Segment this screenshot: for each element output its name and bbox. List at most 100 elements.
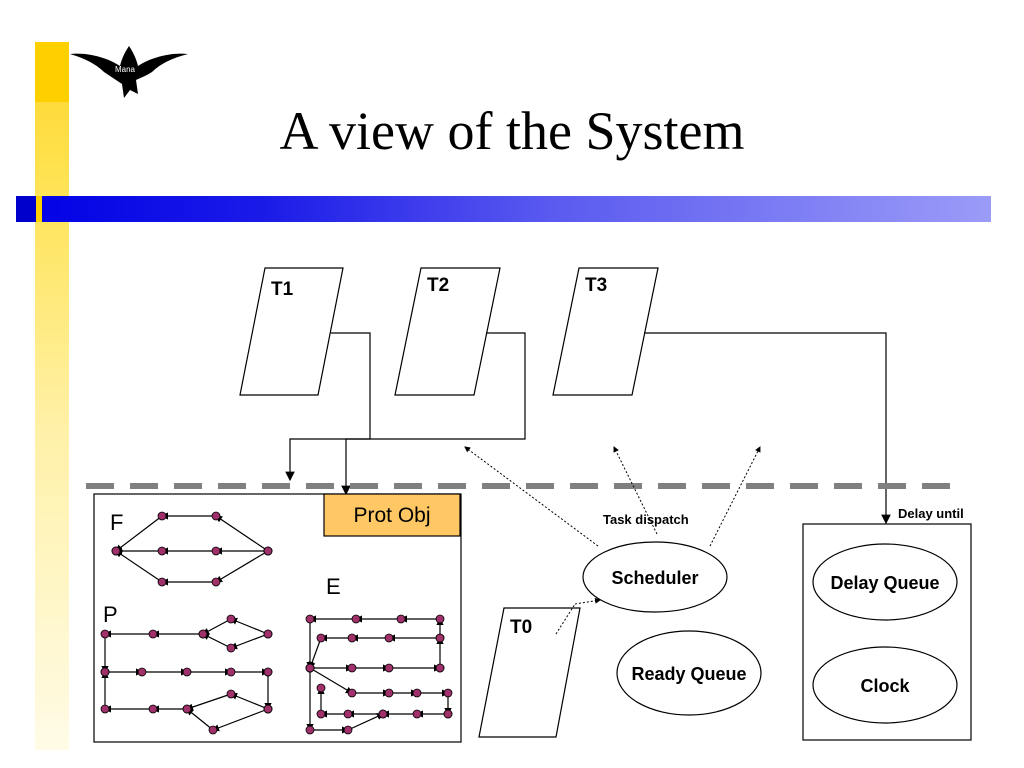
graph-node <box>111 546 121 556</box>
graph-node <box>226 614 236 624</box>
graph-node <box>198 629 208 639</box>
prot-obj-label: Prot Obj <box>353 504 430 527</box>
task-t2-label: T2 <box>427 275 449 296</box>
raven-logo: Mana <box>70 46 188 98</box>
graph-edge <box>229 617 269 635</box>
graph-edge <box>229 633 269 650</box>
graph-node <box>100 704 110 714</box>
title-underline-bar-gap <box>36 196 42 222</box>
graph-node <box>182 667 192 677</box>
graph-node <box>435 633 445 643</box>
graph-node <box>263 704 273 714</box>
graph-node <box>396 614 406 624</box>
graph-edge <box>229 692 269 710</box>
graph-node <box>208 725 218 735</box>
task-t1-label: T1 <box>271 279 294 300</box>
graph-node <box>443 688 453 698</box>
scheduler-label: Scheduler <box>611 568 698 588</box>
graph-node <box>412 709 422 719</box>
graph-node <box>435 614 445 624</box>
task-t1: T1 <box>239 267 344 396</box>
side-accent-bar-top <box>35 42 69 102</box>
graph-node <box>226 643 236 653</box>
graph-node <box>305 663 315 673</box>
graph-node <box>148 704 158 714</box>
graph-edge <box>308 637 322 670</box>
graph-node <box>316 633 326 643</box>
graph-edge <box>201 633 232 649</box>
graph-edge <box>214 550 269 583</box>
task-connectors <box>285 332 891 525</box>
scheduler-ellipse <box>582 541 728 613</box>
graph-node <box>378 709 388 719</box>
side-accent-bar <box>35 42 69 750</box>
graph-f-label: F <box>110 510 123 535</box>
graph-e-label: E <box>326 574 341 599</box>
graph-node <box>305 725 315 735</box>
logo-text: Mana <box>115 65 136 74</box>
graph-edge <box>215 515 269 552</box>
graph-node <box>157 546 167 556</box>
graph-p-label: P <box>103 602 118 627</box>
ready-queue-label: Ready Queue <box>631 664 746 684</box>
dispatch-arrows <box>464 446 761 635</box>
graph-node <box>182 704 192 714</box>
ready-queue-ellipse <box>616 630 762 716</box>
graph-node <box>137 667 147 677</box>
delay-queue-ellipse <box>812 543 958 621</box>
graph-node <box>347 633 357 643</box>
clock-ellipse <box>812 646 958 724</box>
graph-node <box>100 629 110 639</box>
prot-obj-tab <box>323 493 461 537</box>
graph-node <box>412 688 422 698</box>
graph-node <box>316 709 326 719</box>
graph-node <box>435 663 445 673</box>
graph-edge <box>185 693 232 711</box>
graph-edge <box>115 515 163 552</box>
graph-node <box>347 688 357 698</box>
graph-node <box>226 667 236 677</box>
graph-node <box>384 688 394 698</box>
graph-node <box>316 683 326 693</box>
graph-node <box>211 546 221 556</box>
graph-node <box>263 629 273 639</box>
graph-node <box>263 667 273 677</box>
graph-edge <box>347 713 385 731</box>
graph-edge <box>201 618 232 635</box>
graph-node <box>157 577 167 587</box>
title-underline-bar <box>16 196 991 222</box>
graph-node <box>263 546 273 556</box>
graph-node <box>343 725 353 735</box>
graph-edge <box>211 708 269 732</box>
graph-node <box>343 709 353 719</box>
graph-node <box>100 667 110 677</box>
graph-node <box>347 663 357 673</box>
graph-node <box>211 577 221 587</box>
title-underline-bar-cap <box>16 196 36 222</box>
graph-node <box>443 709 453 719</box>
task-t2: T2 <box>394 267 501 396</box>
task-t3-label: T3 <box>585 275 607 296</box>
graph-edge <box>186 708 214 731</box>
graph-node <box>351 614 361 624</box>
task-t0: T0 <box>478 607 581 738</box>
graph-node <box>157 511 167 521</box>
task-t3: T3 <box>552 267 659 396</box>
graph-node <box>384 663 394 673</box>
graph-node <box>384 633 394 643</box>
clock-label: Clock <box>860 676 910 696</box>
graph-node <box>226 689 236 699</box>
delay-queue-label: Delay Queue <box>830 573 939 593</box>
graph-edge <box>115 550 163 583</box>
task-dispatch-label: Task dispatch <box>603 512 689 527</box>
raven-logo-icon <box>70 46 188 98</box>
graph-node <box>148 629 158 639</box>
graph-node <box>305 614 315 624</box>
graph-node <box>211 511 221 521</box>
graph-edge <box>309 667 354 694</box>
slide-title: A view of the System <box>279 101 745 161</box>
delay-until-label: Delay until <box>898 506 964 521</box>
task-t0-label: T0 <box>510 617 532 638</box>
protected-object-graphs <box>100 511 453 735</box>
